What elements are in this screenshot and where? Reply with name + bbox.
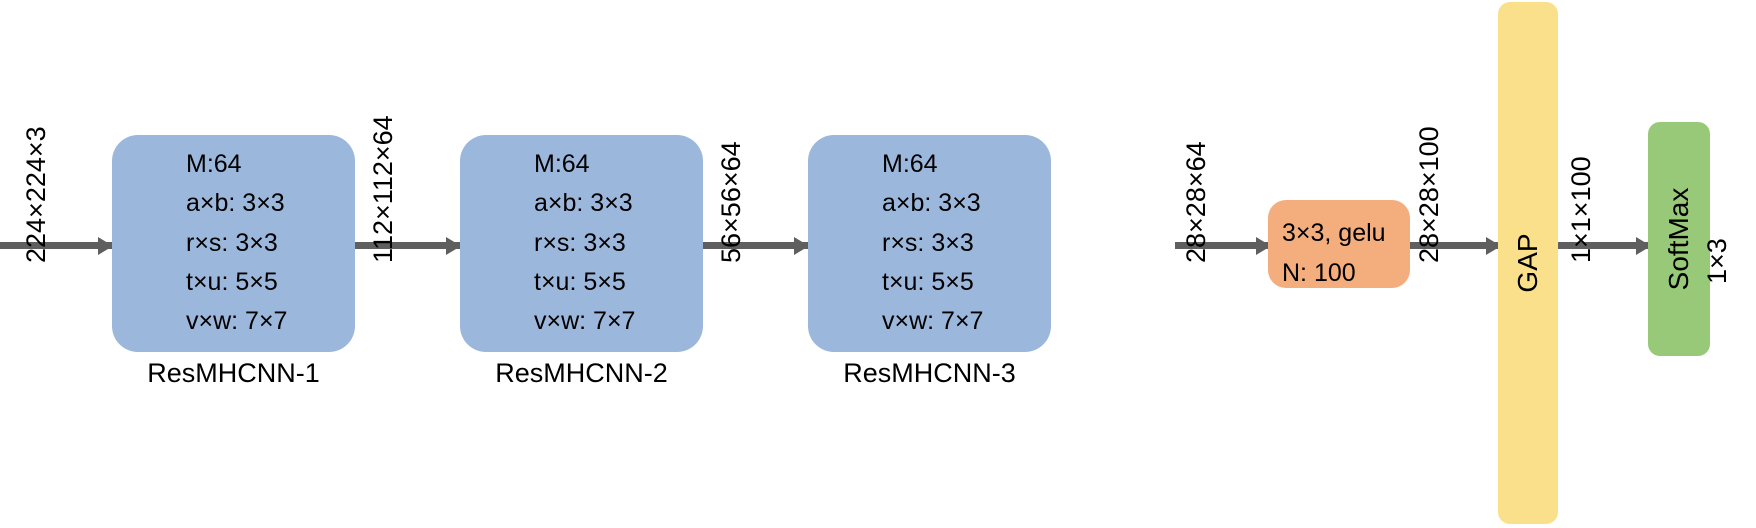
spec-line-rxs: r×s: 3×3	[186, 228, 278, 257]
block-caption-resmhcnn-1: ResMHCNN-1	[147, 358, 320, 388]
edge-label-input: 224×224×3	[21, 126, 51, 263]
block-gap-label: GAP	[1512, 233, 1543, 293]
edge-label-1x1x100: 1×1×100	[1566, 156, 1596, 263]
spec-line-axb: a×b: 3×3	[186, 189, 285, 218]
conv-filters: N: 100	[1282, 259, 1356, 287]
arrow-block2-to-block3	[703, 242, 808, 249]
block-resmhcnn-1[interactable]: M:64 a×b: 3×3 r×s: 3×3 t×u: 5×5 v×w: 7×7	[112, 135, 355, 352]
block-conv-gelu-specs: 3×3, gelu N: 100	[1282, 218, 1386, 288]
spec-line-vxw: v×w: 7×7	[882, 307, 984, 335]
edge-label-56x56x64: 56×56×64	[716, 141, 746, 263]
block-conv-gelu[interactable]: 3×3, gelu N: 100	[1268, 200, 1410, 288]
spec-line-axb: a×b: 3×3	[882, 189, 981, 218]
block-softmax[interactable]: SoftMax	[1648, 122, 1710, 356]
arrow-conv-to-gap	[1410, 242, 1500, 249]
edge-label-28x28x64: 28×28×64	[1181, 141, 1211, 263]
spec-line-vxw: v×w: 7×7	[186, 307, 288, 335]
spec-line-vxw: v×w: 7×7	[534, 307, 636, 335]
spec-line-m: M:64	[186, 150, 242, 178]
spec-line-m: M:64	[534, 150, 590, 178]
spec-line-axb: a×b: 3×3	[534, 189, 633, 218]
spec-line-txu: t×u: 5×5	[534, 267, 626, 296]
edge-label-output-1x3: 1×3	[1702, 238, 1732, 284]
block-resmhcnn-2-specs: M:64 a×b: 3×3 r×s: 3×3 t×u: 5×5 v×w: 7×7	[534, 149, 635, 337]
edge-label-28x28x100: 28×28×100	[1414, 126, 1444, 263]
spec-line-txu: t×u: 5×5	[882, 267, 974, 296]
spec-line-txu: t×u: 5×5	[186, 267, 278, 296]
edge-label-112x112x64: 112×112×64	[368, 115, 398, 263]
spec-line-m: M:64	[882, 150, 938, 178]
block-gap[interactable]: GAP	[1498, 2, 1558, 524]
arrow-block3-to-conv	[1175, 242, 1270, 249]
conv-kernel-activation: 3×3, gelu	[1282, 219, 1386, 247]
arrow-input-to-block1	[0, 242, 112, 249]
arrow-block1-to-block2	[355, 242, 460, 249]
block-resmhcnn-3-specs: M:64 a×b: 3×3 r×s: 3×3 t×u: 5×5 v×w: 7×7	[882, 149, 983, 337]
spec-line-rxs: r×s: 3×3	[882, 228, 974, 257]
block-resmhcnn-1-specs: M:64 a×b: 3×3 r×s: 3×3 t×u: 5×5 v×w: 7×7	[186, 149, 287, 337]
block-caption-resmhcnn-2: ResMHCNN-2	[495, 358, 668, 388]
block-resmhcnn-2[interactable]: M:64 a×b: 3×3 r×s: 3×3 t×u: 5×5 v×w: 7×7	[460, 135, 703, 352]
spec-line-rxs: r×s: 3×3	[534, 228, 626, 257]
block-resmhcnn-3[interactable]: M:64 a×b: 3×3 r×s: 3×3 t×u: 5×5 v×w: 7×7	[808, 135, 1051, 352]
arrow-gap-to-softmax	[1558, 242, 1650, 249]
block-softmax-label: SoftMax	[1663, 187, 1694, 291]
block-caption-resmhcnn-3: ResMHCNN-3	[843, 358, 1016, 388]
